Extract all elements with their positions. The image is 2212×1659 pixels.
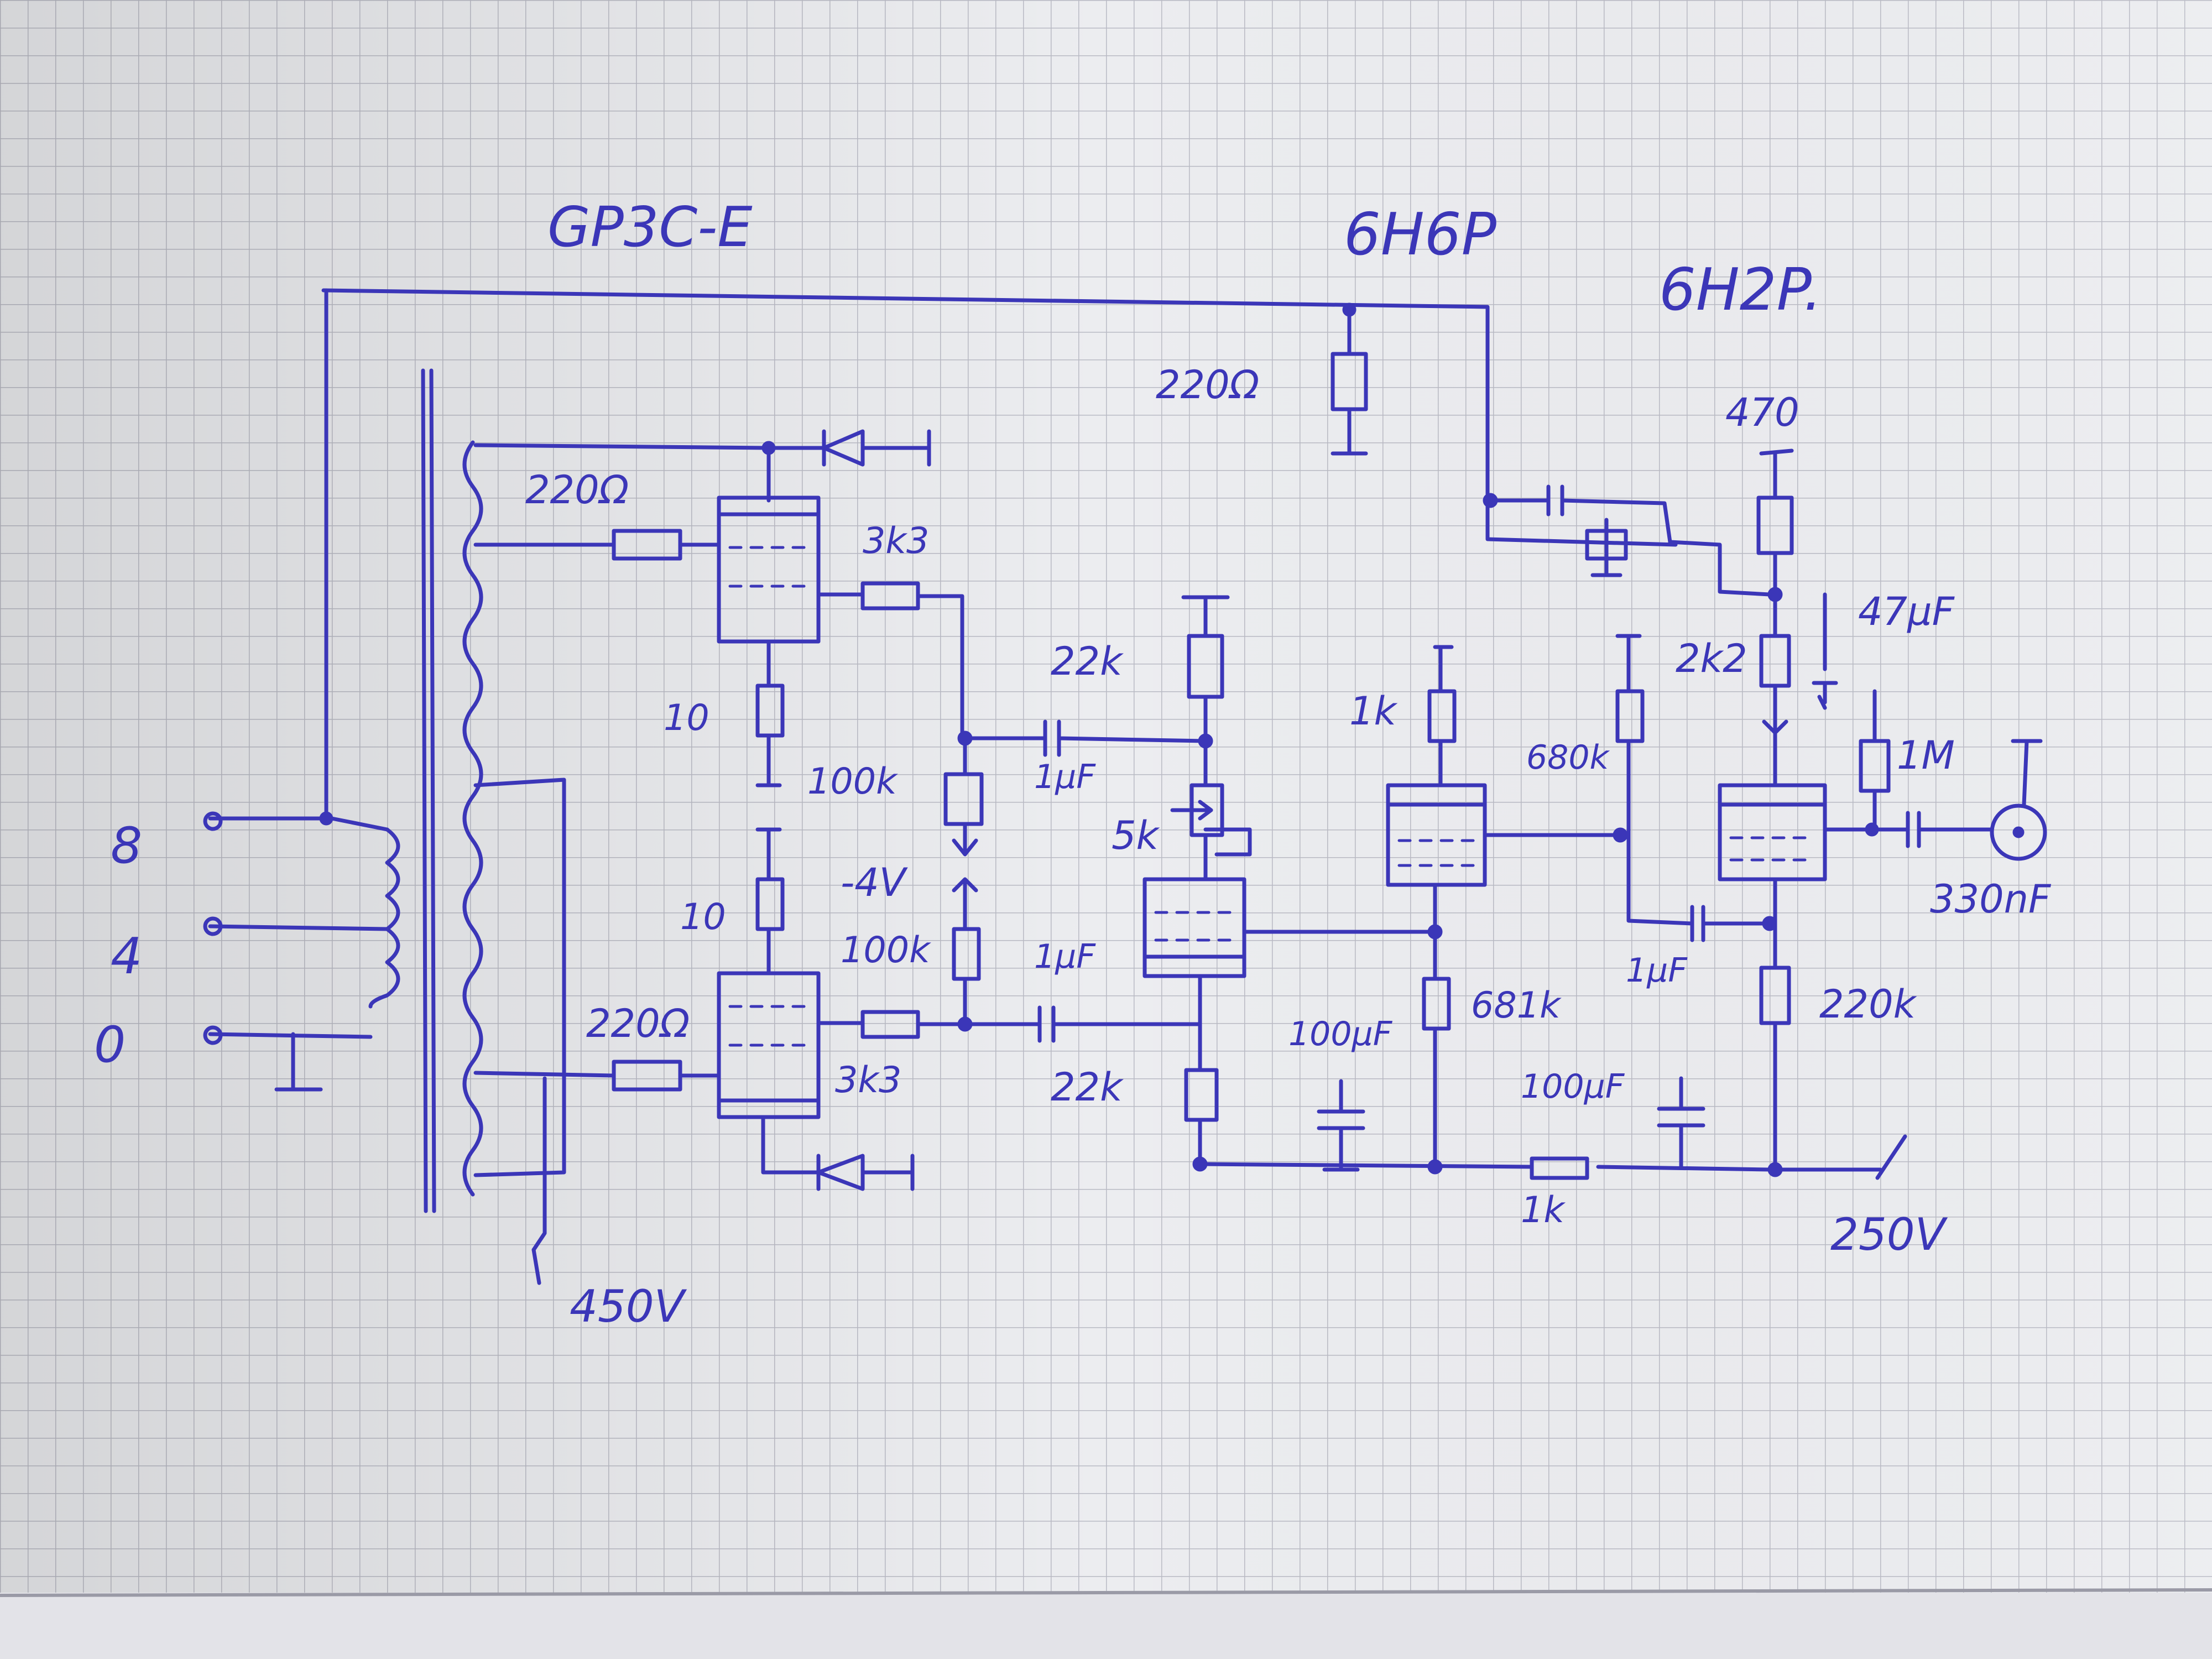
label-pot-5k: 5k xyxy=(1112,813,1160,858)
label-bias: -4V xyxy=(841,860,908,905)
label-r-100k-bot: 100k xyxy=(841,930,931,971)
resistor-470-plate xyxy=(1756,495,1794,555)
label-supply-450: 450V xyxy=(570,1281,687,1332)
tap-8-terminal xyxy=(203,811,223,831)
input-jack xyxy=(1990,804,2047,861)
label-r-v1-grid: 680k xyxy=(1526,738,1610,777)
resistor-1m-grid xyxy=(1859,739,1891,793)
resistor-220-ohm-feedback xyxy=(1331,307,1368,456)
resistor-681k-cathode xyxy=(1422,977,1451,1031)
label-r-supply: 1k xyxy=(1521,1190,1566,1231)
label-tube-output: GP3C-E xyxy=(547,195,753,259)
label-supply-250: 250V xyxy=(1830,1209,1948,1260)
label-tap-0: 0 xyxy=(94,1016,126,1074)
label-tap-4: 4 xyxy=(111,927,142,985)
label-r-input-plate: 2k2 xyxy=(1676,636,1747,681)
label-c-coupling-mid: 1μF xyxy=(1626,951,1688,990)
resistor-220k-cathode xyxy=(1759,966,1791,1025)
label-r-220-top: 220Ω xyxy=(525,467,629,513)
label-r-220-bot: 220Ω xyxy=(586,1001,690,1046)
resistor-220-ohm-lower xyxy=(612,1060,682,1092)
resistor-1k-plate xyxy=(1427,689,1457,743)
label-c-bypass-2: 100μF xyxy=(1521,1067,1625,1106)
capacitor-100uf-right xyxy=(1657,1076,1705,1169)
label-r-22k-top: 22k xyxy=(1051,639,1124,684)
resistor-1k-supply xyxy=(1530,1156,1589,1180)
label-r-v1-cathode: 681k xyxy=(1471,985,1562,1026)
label-c-input: 330nF xyxy=(1930,877,2052,922)
output-transformer xyxy=(208,368,483,1213)
resistor-100k-upper xyxy=(943,772,984,826)
resistor-10-upper xyxy=(755,684,785,738)
resistor-22k-upper xyxy=(1187,634,1224,699)
label-c-1uf-bot: 1μF xyxy=(1034,937,1096,976)
label-r-v1-plate: 1k xyxy=(1349,688,1398,734)
tap-0-terminal xyxy=(203,1025,223,1045)
label-c-bypass-1: 100μF xyxy=(1288,1015,1393,1053)
label-r-22k-bot: 22k xyxy=(1051,1065,1124,1110)
label-r-3k3-top: 3k3 xyxy=(863,520,929,562)
input-tube xyxy=(1718,783,1827,881)
resistor-22k-lower xyxy=(1184,1068,1219,1122)
resistor-10-lower xyxy=(755,877,785,931)
output-tube-lower xyxy=(717,971,821,1119)
resistor-3k3-upper xyxy=(860,581,920,611)
label-r-100k-top: 100k xyxy=(807,761,898,802)
driver-tube xyxy=(1386,783,1487,887)
resistor-100k-lower xyxy=(952,927,981,981)
resistor-220-ohm-upper xyxy=(612,529,682,561)
phase-splitter-tube xyxy=(1142,877,1246,978)
resistor-2k2-plate xyxy=(1759,634,1791,688)
diode-lower xyxy=(761,1115,915,1191)
label-r-plate-top: 470 xyxy=(1725,390,1799,435)
label-r-10-bot: 10 xyxy=(680,896,726,938)
label-r-input-grid: 1M xyxy=(1897,733,1955,778)
capacitor-100uf-left xyxy=(1317,1079,1365,1172)
label-r-input-cathode: 220k xyxy=(1819,982,1917,1027)
tap-4-terminal xyxy=(203,916,223,936)
label-r-10-top: 10 xyxy=(664,697,709,739)
label-r-3k3-bot: 3k3 xyxy=(835,1060,901,1101)
label-c-1uf-top: 1μF xyxy=(1034,758,1096,796)
resistor-680k-grid xyxy=(1615,689,1645,743)
label-tube-driver: 6H6P xyxy=(1344,201,1497,268)
label-tap-8: 8 xyxy=(111,817,142,875)
label-r-screen: 220Ω xyxy=(1156,362,1259,408)
resistor-3k3-lower xyxy=(860,1010,920,1039)
label-c-input-grid: 47μF xyxy=(1858,589,1955,634)
feedback-wire xyxy=(321,288,1678,547)
output-tube-upper xyxy=(717,495,821,644)
label-tube-input: 6H2P. xyxy=(1659,256,1822,324)
diode-upper xyxy=(761,429,931,467)
